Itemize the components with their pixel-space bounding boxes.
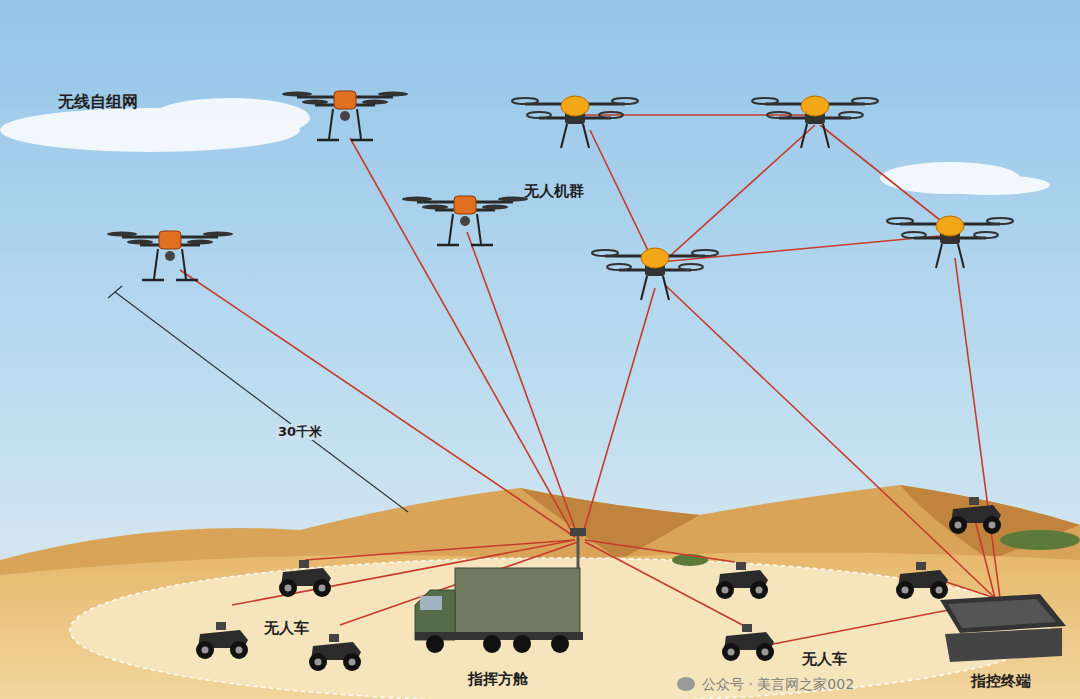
distance-line [108, 286, 408, 512]
equipment-label: 指控终端 [968, 672, 1034, 690]
drone-swarm [107, 91, 1013, 300]
clouds [0, 98, 1050, 195]
watermark: 公众号 · 美言网之家002 [700, 676, 856, 693]
unmanned-vehicles [196, 497, 1001, 671]
control-terminal [940, 594, 1066, 662]
labeled-equipment: 指挥方舱 [405, 540, 590, 688]
part-label: 无人机群 [522, 182, 586, 200]
distance-label: 30千米 [276, 424, 324, 440]
command-truck [415, 528, 586, 653]
dunes [0, 485, 1080, 699]
equipment-label: 指挥方舱 [465, 670, 531, 688]
labeled-equipment: 指控终端 [928, 590, 1073, 690]
radio-links [180, 115, 1000, 645]
part-label: 无线自组网 [56, 92, 140, 111]
part-label: 无人车 [262, 619, 311, 637]
watermark-icon [677, 677, 695, 691]
part-label: 无人车 [800, 650, 849, 668]
